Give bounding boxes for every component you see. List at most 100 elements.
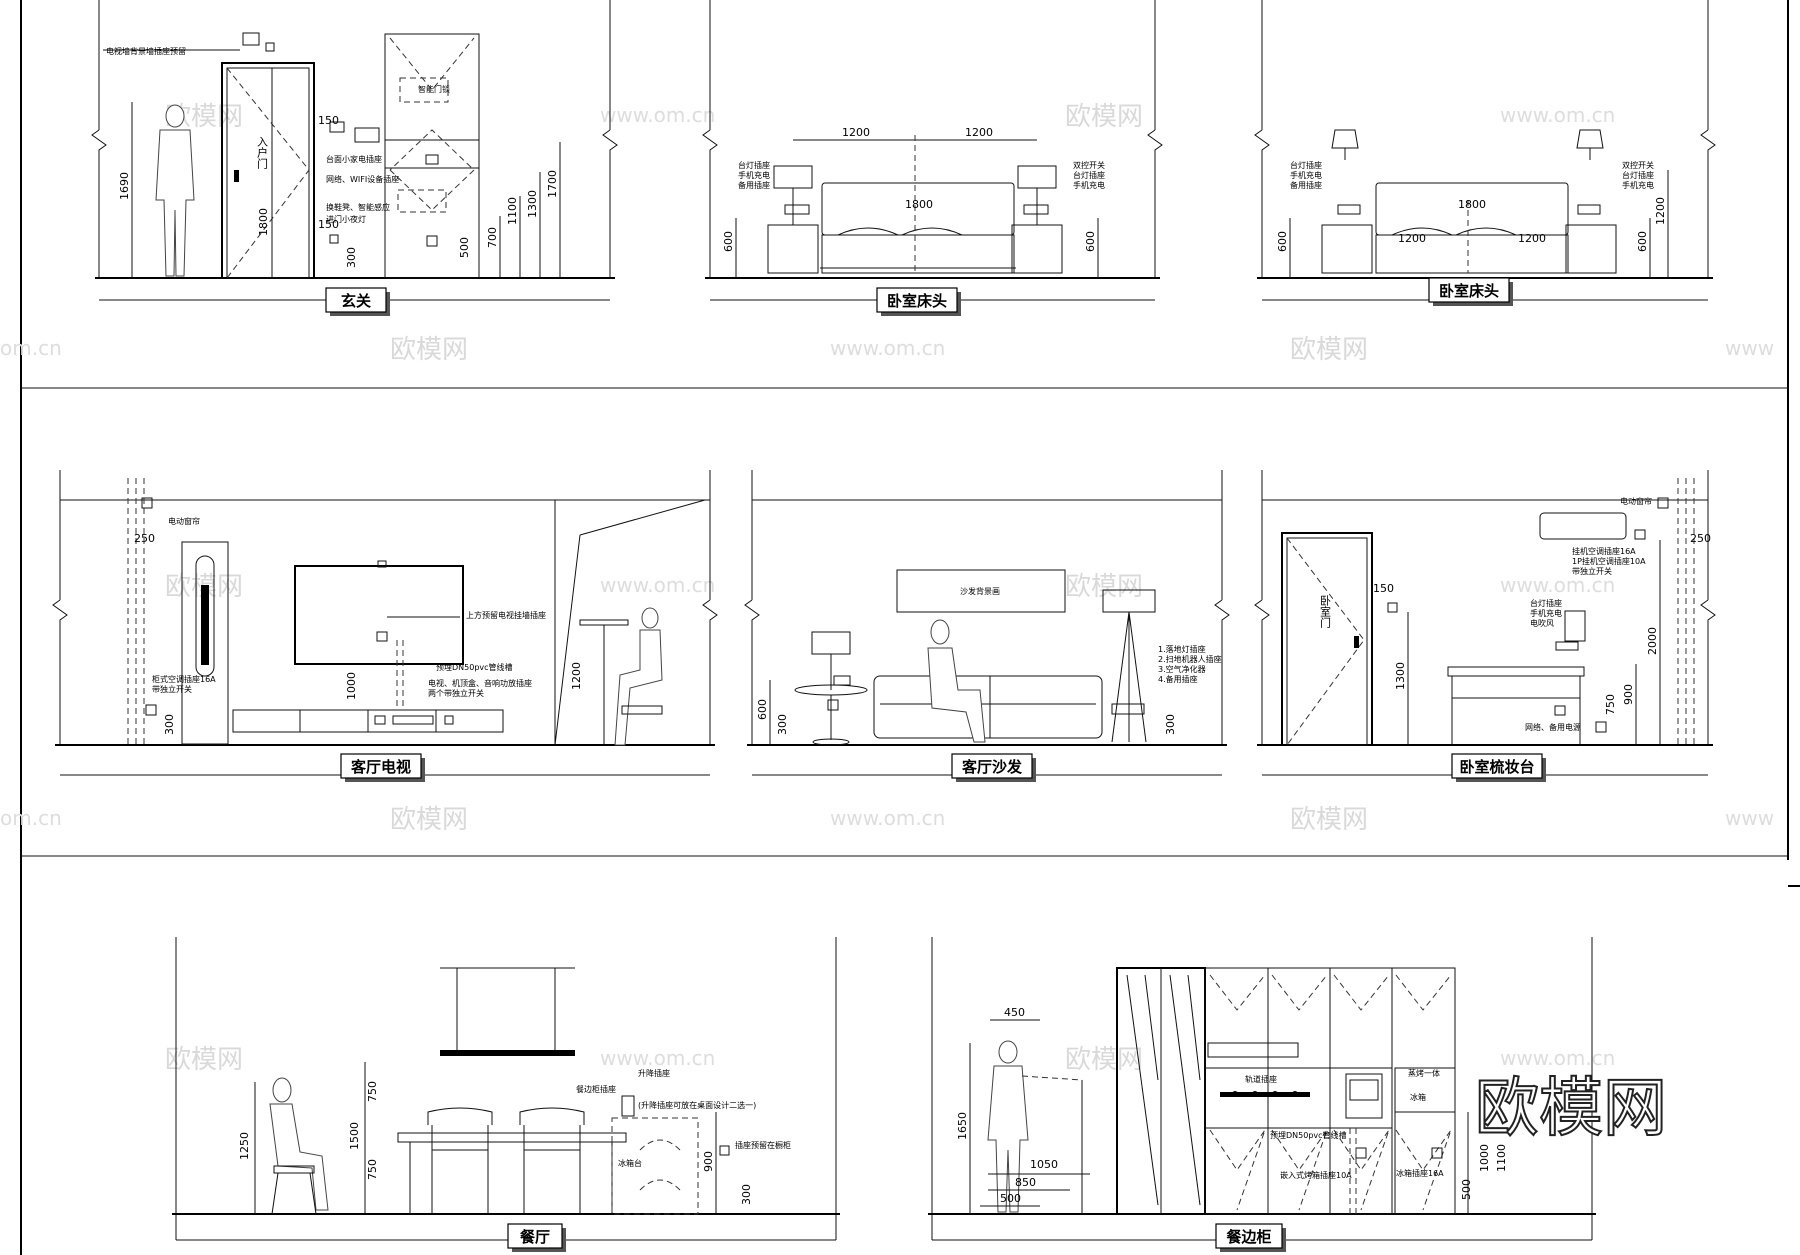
svg-text:www.om.cn: www.om.cn (1500, 573, 1615, 597)
vanity-lamp-icon (1564, 610, 1586, 642)
table-lamp-right-icon (1017, 165, 1057, 189)
svg-text:(升降插座可放在桌面设计二选一): (升降插座可放在桌面设计二选一) (638, 1100, 756, 1110)
svg-text:1300: 1300 (526, 190, 539, 218)
svg-text:500: 500 (1000, 1192, 1021, 1205)
svg-text:入户门: 入户门 (256, 136, 269, 170)
watermarks: 欧模网 欧模网 www.om.cn www.om.cn om.cn 欧模网 ww… (0, 102, 1774, 1075)
svg-text:两个带独立开关: 两个带独立开关 (428, 688, 484, 698)
seated-woman (930, 619, 950, 645)
svg-text:冰箱: 冰箱 (1410, 1092, 1426, 1102)
svg-text:750: 750 (366, 1159, 379, 1180)
label-entry: 玄关 (341, 292, 371, 310)
svg-text:300: 300 (776, 714, 789, 735)
svg-text:300: 300 (345, 247, 358, 268)
svg-text:换鞋凳、智能感应: 换鞋凳、智能感应 (326, 202, 390, 212)
elevation-bedroom-bedhead-2: 台灯插座 手机充电 备用插座 双控开关 台灯插座 手机充电 1800 1200 … (1254, 0, 1716, 306)
svg-text:www.om.cn: www.om.cn (600, 573, 715, 597)
vanity-top (1447, 666, 1585, 677)
svg-text:升降插座: 升降插座 (638, 1068, 670, 1078)
svg-text:1700: 1700 (546, 170, 559, 198)
svg-text:500: 500 (458, 237, 471, 258)
refrigerator (1394, 1067, 1456, 1215)
svg-text:3.空气净化器: 3.空气净化器 (1158, 664, 1206, 674)
svg-text:嵌入式烤箱插座10A: 嵌入式烤箱插座10A (1280, 1170, 1352, 1180)
svg-text:电视、机顶盒、音响功放插座: 电视、机顶盒、音响功放插座 (428, 678, 532, 688)
nightstand-right (1011, 224, 1063, 274)
svg-text:台灯插座: 台灯插座 (1622, 170, 1654, 180)
svg-text:1.落地灯插座: 1.落地灯插座 (1158, 644, 1206, 654)
nightstand-left (767, 224, 819, 274)
svg-text:冰箱台: 冰箱台 (618, 1158, 642, 1168)
wall-ac (1539, 512, 1627, 540)
svg-text:带独立开关: 带独立开关 (152, 684, 192, 694)
svg-text:餐边柜插座: 餐边柜插座 (576, 1084, 616, 1094)
svg-text:300: 300 (740, 1184, 753, 1205)
label-dining: 餐厅 (520, 1228, 550, 1246)
svg-text:沙发背景画: 沙发背景画 (960, 586, 1000, 596)
svg-text:冰箱插座16A: 冰箱插座16A (1396, 1168, 1444, 1178)
svg-text:1650: 1650 (956, 1112, 969, 1140)
dining-chairs (427, 1107, 585, 1214)
track-socket (1220, 1092, 1310, 1097)
small-appliance-panel (354, 127, 380, 143)
svg-text:上方预留电视挂墙插座: 上方预留电视挂墙插座 (466, 610, 546, 620)
label-bedroom-vanity: 卧室梳妆台 (1459, 758, 1534, 776)
svg-text:欧模网: 欧模网 (1065, 102, 1143, 132)
svg-text:1050: 1050 (1030, 1158, 1058, 1171)
svg-text:1800: 1800 (1458, 198, 1486, 211)
svg-text:850: 850 (1015, 1176, 1036, 1189)
svg-text:1200: 1200 (842, 126, 870, 139)
svg-text:轨道插座: 轨道插座 (1245, 1074, 1277, 1084)
svg-text:1P挂机空调插座10A: 1P挂机空调插座10A (1572, 556, 1646, 566)
svg-text:备用插座: 备用插座 (738, 180, 770, 190)
seated-woman-dining (272, 1077, 292, 1103)
svg-text:600: 600 (1084, 231, 1097, 252)
door-handle (234, 170, 239, 182)
svg-text:网络、WIFI设备插座: 网络、WIFI设备插座 (326, 174, 399, 184)
person-figure (155, 104, 195, 277)
svg-text:智能门锁: 智能门锁 (418, 84, 450, 94)
label-bedroom-1: 卧室床头 (887, 292, 947, 310)
elevation-bedroom-vanity: 卧室门 150 1300 挂机空调插座16A 1P挂机空调插座10A 带独立开关… (1254, 470, 1716, 782)
svg-text:750: 750 (1604, 694, 1617, 715)
svg-text:插座预留在橱柜: 插座预留在橱柜 (735, 1140, 791, 1150)
elevation-living-tv: 电动窗帘 250 柜式空调插座16A 带独立开关 300 上方预留电视挂墙插座 … (52, 470, 718, 782)
svg-text:带独立开关: 带独立开关 (1572, 566, 1612, 576)
elevation-bedroom-bedhead-1: 台灯插座 手机充电 备用插座 双控开关 台灯插座 手机充电 1200 1200 … (702, 0, 1163, 316)
svg-text:www.om.cn: www.om.cn (1500, 103, 1615, 127)
svg-text:2000: 2000 (1646, 627, 1659, 655)
wall-lamp-right-icon (1576, 129, 1604, 149)
svg-text:欧模网: 欧模网 (1290, 335, 1368, 365)
svg-text:欧模网: 欧模网 (1290, 805, 1368, 835)
label-bedroom-2: 卧室床头 (1439, 282, 1499, 300)
steam-oven (1345, 1073, 1383, 1119)
brand-watermark: 欧模网 (1475, 1072, 1667, 1146)
svg-text:预埋DN50pvc管线槽: 预埋DN50pvc管线槽 (436, 662, 513, 672)
svg-text:600: 600 (756, 699, 769, 720)
svg-text:1690: 1690 (118, 172, 131, 200)
svg-text:900: 900 (1622, 684, 1635, 705)
svg-text:www.om.cn: www.om.cn (1500, 1046, 1615, 1070)
label-living-sofa: 客厅沙发 (961, 758, 1023, 776)
svg-text:手机充电: 手机充电 (738, 170, 770, 180)
svg-text:300: 300 (1164, 714, 1177, 735)
svg-text:手机充电: 手机充电 (1290, 170, 1322, 180)
svg-text:500: 500 (1460, 1179, 1473, 1200)
svg-text:300: 300 (163, 714, 176, 735)
svg-text:600: 600 (1276, 231, 1289, 252)
svg-text:欧模网: 欧模网 (1065, 572, 1143, 602)
svg-text:1300: 1300 (1394, 662, 1407, 690)
lift-socket (621, 1095, 635, 1117)
seated-person (641, 607, 659, 629)
svg-text:进门小夜灯: 进门小夜灯 (326, 214, 366, 224)
svg-text:网络、备用电源: 网络、备用电源 (1525, 722, 1581, 732)
svg-text:电吹风: 电吹风 (1530, 618, 1554, 628)
svg-text:www.om.cn: www.om.cn (830, 336, 945, 360)
svg-text:1100: 1100 (506, 197, 519, 225)
svg-text:2.扫地机器人插座: 2.扫地机器人插座 (1158, 654, 1222, 664)
svg-text:台灯插座: 台灯插座 (738, 160, 770, 170)
svg-text:双控开关: 双控开关 (1622, 160, 1654, 170)
svg-text:台灯插座: 台灯插座 (1530, 598, 1562, 608)
wall-lamp-left-icon (1331, 129, 1359, 149)
